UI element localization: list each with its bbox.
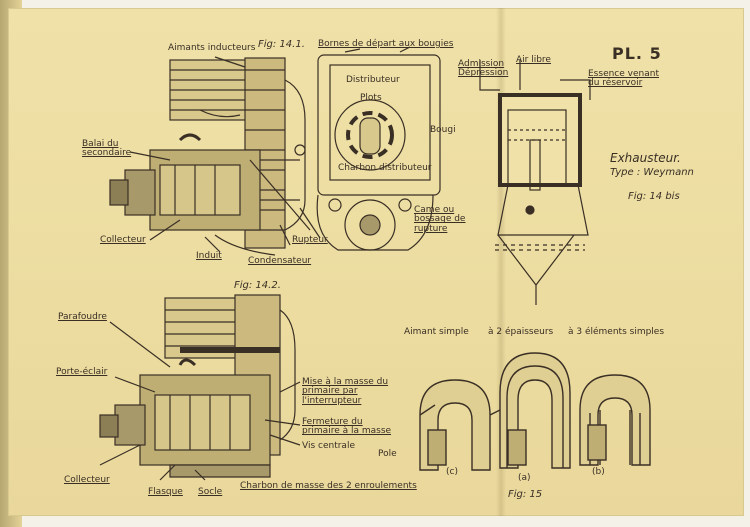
fig14bis-label: Fig: 14 bis: [628, 191, 680, 202]
label-socle: Socle: [198, 487, 223, 497]
label-rupteur: Rupteur: [292, 235, 328, 245]
fig14-2-magneto-drawing: [99, 294, 301, 481]
label-vis-centrale: Vis centrale: [302, 441, 355, 451]
exhausteur-title: Exhausteur.: [610, 151, 681, 165]
label-aimants-inducteurs: Aimants inducteurs: [168, 43, 256, 53]
label-charbon-masse: Charbon de masse des 2 enroulements: [240, 481, 417, 491]
label-bougi: Bougi: [430, 125, 456, 135]
label-distributeur: Distributeur: [346, 75, 400, 85]
fig15-b-label: (b): [592, 467, 605, 477]
fig14bis-exhausteur-drawing: [479, 60, 591, 305]
fig15-caption-3-elements: à 3 éléments simples: [568, 327, 665, 337]
fig15-label: Fig: 15: [508, 489, 543, 500]
fig14-1-distributor-drawing: [316, 46, 441, 251]
label-pole: Pole: [378, 449, 397, 459]
fig15-c-label: (c): [446, 467, 458, 477]
exhausteur-type: Type : Weymann: [610, 167, 694, 178]
fig14-1-magneto-drawing: [109, 56, 321, 256]
label-mise-masse: Mise à la masse du primaire par l'interr…: [302, 377, 389, 406]
fig14-2-label: Fig: 14.2.: [234, 280, 281, 291]
fig15-a-label: (a): [518, 473, 531, 483]
label-balai-secondaire: Balai du secondaire: [82, 139, 132, 159]
label-porte-eclair: Porte-éclair: [56, 367, 108, 377]
label-plots: Plots: [360, 93, 382, 103]
plate-number: PL. 5: [612, 44, 662, 63]
fig15-caption-simple: Aimant simple: [404, 327, 469, 337]
label-parafoudre: Parafoudre: [58, 312, 107, 322]
label-induit: Induit: [196, 251, 222, 261]
fig15-caption-2-epaisseurs: à 2 épaisseurs: [488, 327, 554, 337]
label-charbon-distributeur: Charbon distributeur: [338, 163, 432, 173]
label-admission-depression: Admission Dépression: [458, 59, 509, 79]
page-crease: [496, 8, 506, 516]
label-fermeture-primaire: Fermeture du primaire à la masse: [302, 417, 392, 437]
label-collecteur-2: Collecteur: [64, 475, 110, 485]
label-flasque: Flasque: [148, 487, 183, 497]
label-air-libre: Air libre: [516, 55, 551, 65]
label-came-bossage: Came ou bossage de rupture: [414, 205, 466, 234]
label-essence-reservoir: Essence venant du réservoir: [588, 69, 659, 89]
fig15-magnets-drawing: [419, 352, 651, 471]
label-condensateur: Condensateur: [248, 256, 312, 266]
fig14-1-label: Fig: 14.1.: [258, 39, 305, 50]
label-bornes-depart: Bornes de départ aux bougies: [318, 39, 454, 49]
label-collecteur-1: Collecteur: [100, 235, 146, 245]
